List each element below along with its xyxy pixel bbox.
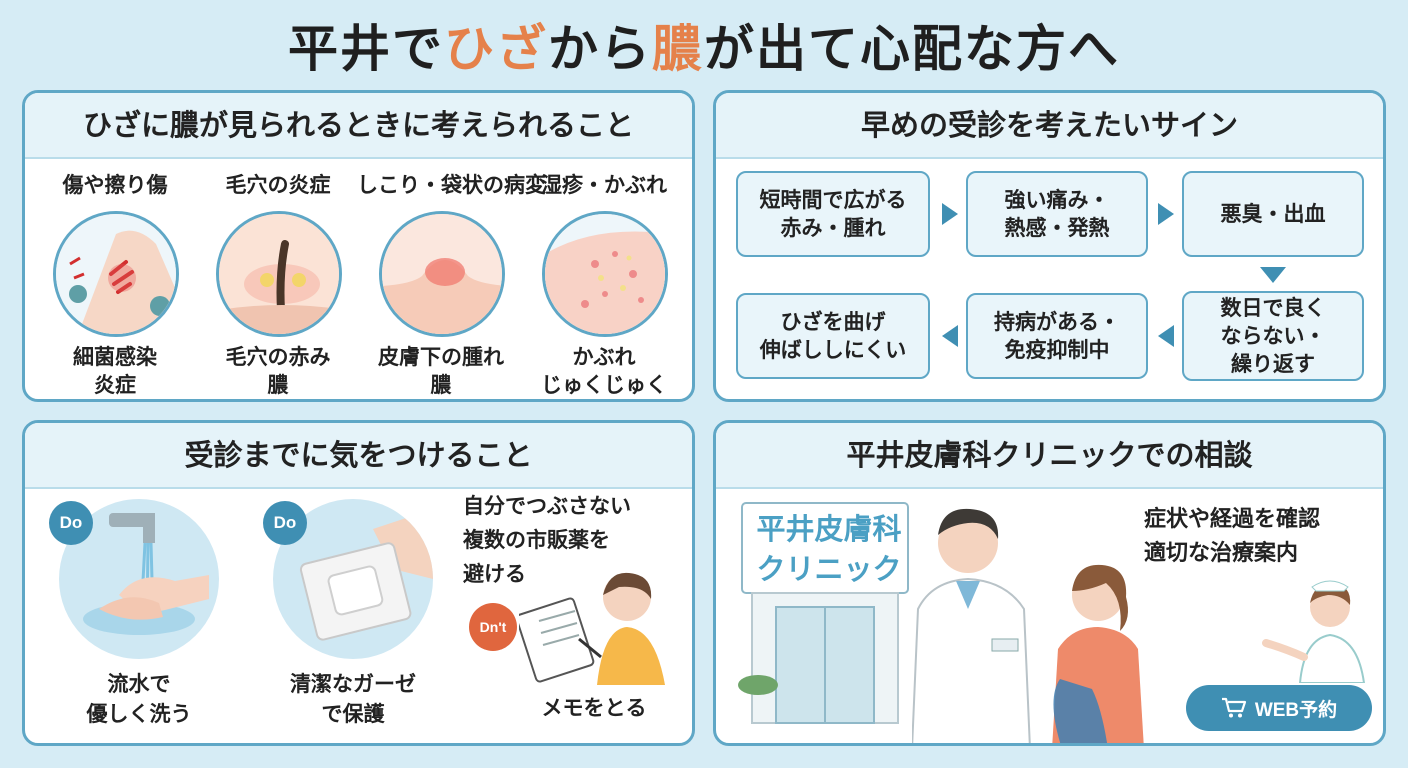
web-reservation-label: WEB予約 xyxy=(1254,699,1338,721)
cause-label: しこり・袋状の病変 xyxy=(357,173,546,197)
tip-dont: 自分でつぶさない複数の市販薬を避ける xyxy=(463,494,631,586)
eczema-illustration-icon xyxy=(542,211,668,337)
cause-sub: かぶれじゅくじゅく xyxy=(541,345,667,397)
signs-heading: 早めの受診を考えたいサイン xyxy=(716,93,1383,159)
cyst-illustration-icon xyxy=(379,211,505,337)
arrow-right-icon xyxy=(1158,203,1174,225)
cause-sub: 細菌感染炎症 xyxy=(73,345,157,397)
clinic-panel: 平井皮膚科クリニックでの相談 平井皮膚科クリニック 症状や経過を確認適切な治療案… xyxy=(713,420,1386,746)
dont-badge: Dn't xyxy=(469,603,517,651)
do-badge: Do xyxy=(49,501,93,545)
page-title: 平井でひざから膿が出て心配な方へ xyxy=(288,20,1120,78)
web-reservation-button[interactable]: WEB予約 xyxy=(1186,685,1372,731)
cause-label: 湿疹・かぶれ xyxy=(541,173,667,197)
arrow-left-icon xyxy=(942,325,958,347)
sign-not-improving: 数日で良く ならない・ 繰り返す xyxy=(1182,291,1364,381)
signs-panel: 早めの受診を考えたいサイン 短時間で広がる 赤み・腫れ 強い痛み・ 熱感・発熱 … xyxy=(713,90,1386,402)
cause-sub: 毛穴の赤み膿 xyxy=(225,345,331,397)
tip-memo: メモをとる xyxy=(541,696,647,720)
follicle-illustration-icon xyxy=(216,211,342,337)
care-heading: 受診までに気をつけること xyxy=(25,423,692,489)
wound-illustration-icon xyxy=(53,211,179,337)
causes-panel: ひざに膿が見られるときに考えられること 傷や擦り傷 細菌感染炎症 毛穴の炎症 xyxy=(22,90,695,402)
sign-odor-bleeding: 悪臭・出血 xyxy=(1182,171,1364,257)
arrow-right-icon xyxy=(942,203,958,225)
sign-chronic-immunosuppressed: 持病がある・ 免疫抑制中 xyxy=(966,293,1148,379)
cause-wound: 傷や擦り傷 細菌感染炎症 xyxy=(31,159,199,399)
cause-eczema: 湿疹・かぶれ かぶれじゅくじゅく xyxy=(520,159,688,399)
sign-knee-flexion-difficulty: ひざを曲げ 伸ばししにくい xyxy=(736,293,930,379)
care-panel: 受診までに気をつけること Do 流水で優しく洗う Do 清潔なガーゼで保護 自分… xyxy=(22,420,695,746)
arrow-down-icon xyxy=(1260,267,1286,283)
cause-label: 傷や擦り傷 xyxy=(62,173,168,197)
cause-sub: 皮膚下の腫れ膿 xyxy=(378,345,504,397)
cause-label: 毛穴の炎症 xyxy=(225,173,331,197)
cart-icon xyxy=(1221,697,1246,718)
sign-pain-fever: 強い痛み・ 熱感・発熱 xyxy=(966,171,1148,257)
clinic-heading: 平井皮膚科クリニックでの相談 xyxy=(716,423,1383,489)
arrow-left-icon xyxy=(1158,325,1174,347)
do-badge: Do xyxy=(263,501,307,545)
cause-follicle: 毛穴の炎症 毛穴の赤み膿 xyxy=(194,159,362,399)
memo-person-icon xyxy=(515,565,669,685)
sign-spreading-redness: 短時間で広がる 赤み・腫れ xyxy=(736,171,930,257)
tip-gauze: 清潔なガーゼで保護 xyxy=(290,672,416,726)
cause-cyst: しこり・袋状の病変 皮膚下の腫れ膿 xyxy=(357,159,546,399)
consult-text: 症状や経過を確認適切な治療案内 xyxy=(1144,507,1321,566)
clinic-sign: 平井皮膚科クリニック xyxy=(756,512,902,586)
tip-wash: 流水で優しく洗う xyxy=(86,672,192,726)
clinic-building-icon xyxy=(736,495,914,735)
nurse-icon xyxy=(1256,573,1380,684)
doctor-patient-icon xyxy=(911,499,1162,743)
causes-heading: ひざに膿が見られるときに考えられること xyxy=(25,93,692,159)
